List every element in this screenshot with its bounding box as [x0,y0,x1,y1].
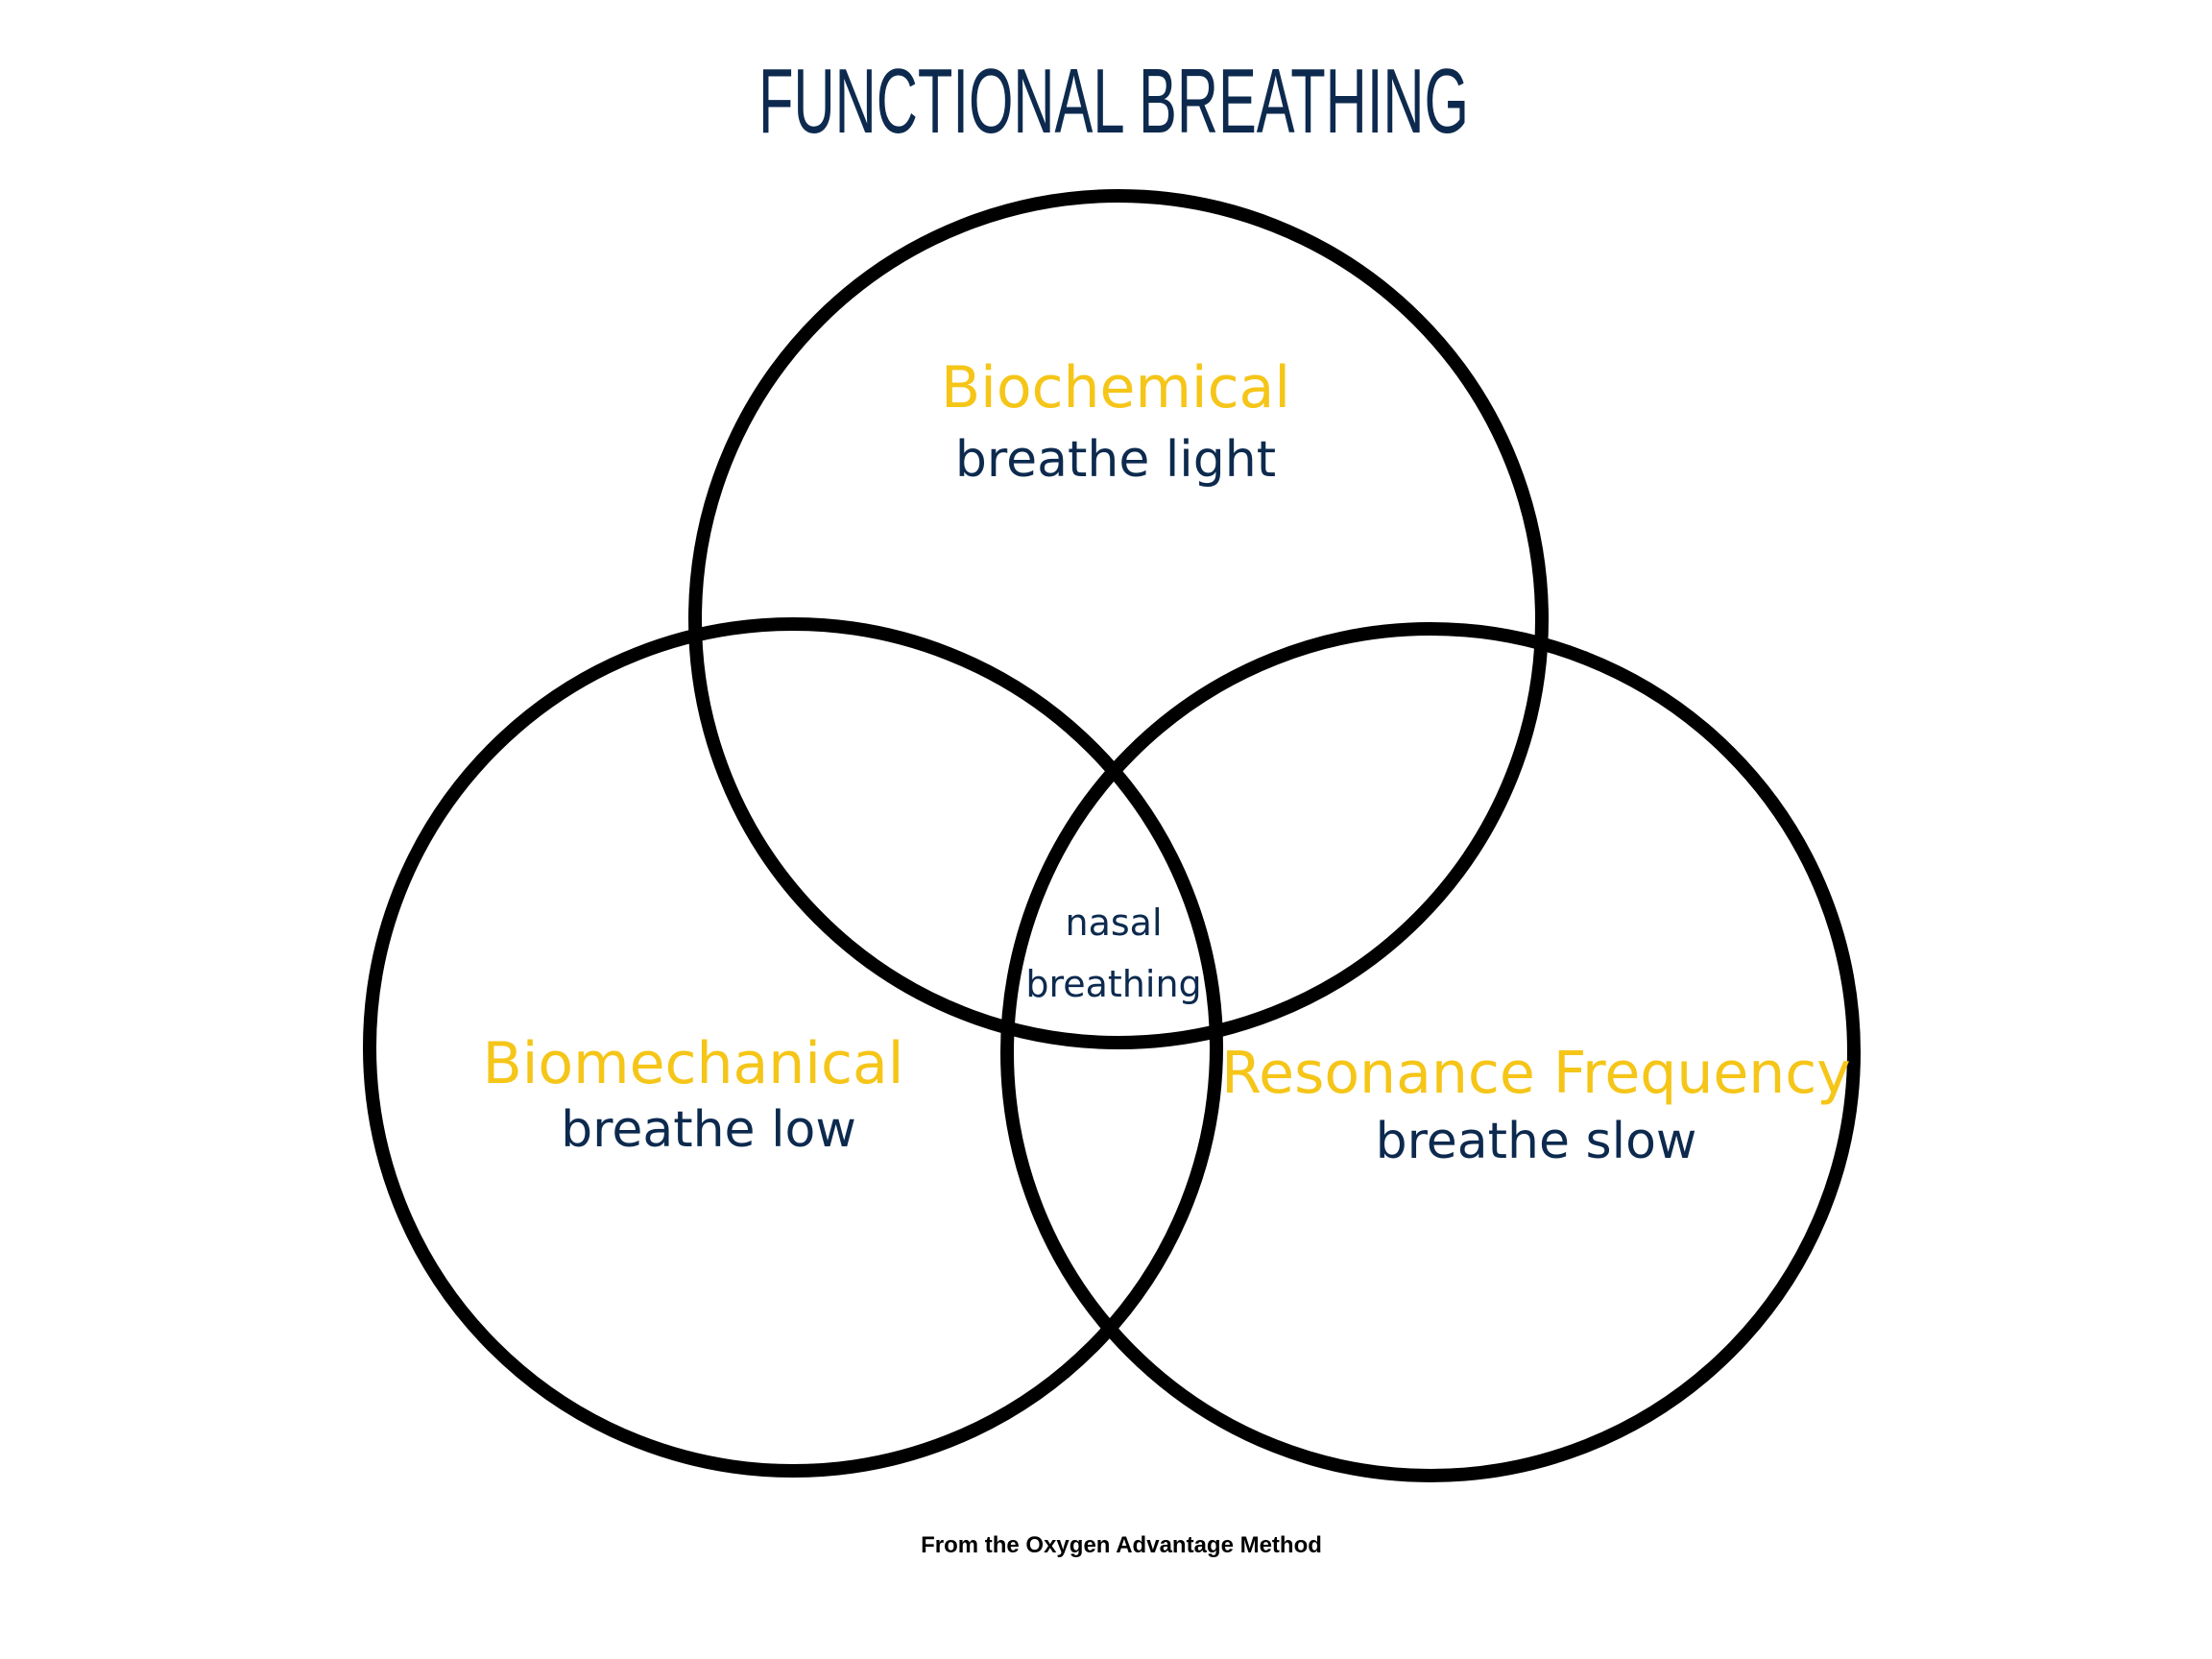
resonance-frequency-label: Resonance Frequency [1221,1040,1851,1107]
circle-biochemical [688,189,1549,1049]
biochemical-subtext: breathe light [955,431,1276,489]
biomechanical-subtext: breathe low [561,1101,856,1159]
biochemical-label: Biochemical [941,354,1290,421]
biomechanical-label: Biomechanical [483,1030,904,1097]
center-label-line2: breathing [1025,963,1201,1005]
center-label-line1: nasal [1065,902,1162,944]
footer-credit: From the Oxygen Advantage Method [921,1532,1322,1558]
resonance-frequency-subtext: breathe slow [1376,1113,1697,1170]
circle-biomechanical [363,617,1223,1478]
circle-resonance-frequency [1000,622,1861,1482]
diagram-title: FUNCTIONAL BREATHING [758,50,1469,153]
